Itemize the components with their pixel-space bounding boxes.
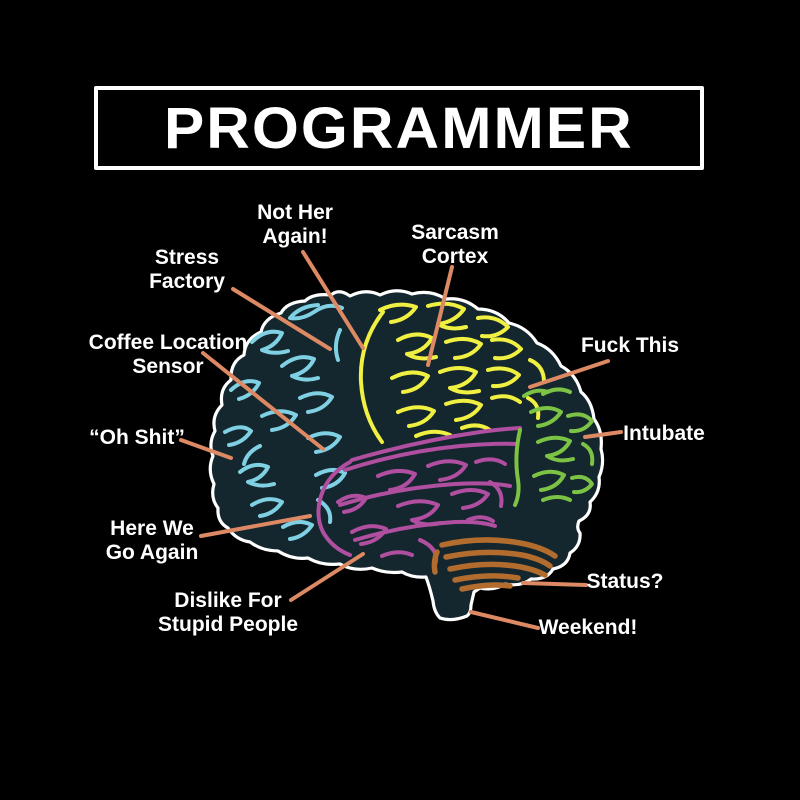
label-sarcasm-cortex: Sarcasm Cortex	[411, 221, 499, 268]
leader-lines	[179, 250, 623, 630]
leader-line-coffee-location-sensor	[201, 351, 325, 451]
leader-line-dislike-for-stupid-people	[289, 552, 365, 602]
label-oh-shit: “Oh Shit”	[89, 426, 185, 449]
title-text: PROGRAMMER	[164, 95, 634, 161]
leader-line-sarcasm-cortex	[426, 265, 454, 367]
cerebellum-stripes	[431, 537, 558, 592]
leader-line-intubate	[583, 430, 623, 439]
frontal-lobe-gyri	[223, 303, 347, 541]
label-intubate: Intubate	[623, 422, 705, 445]
leader-line-oh-shit	[179, 438, 233, 460]
leader-line-here-we-go-again	[199, 514, 312, 538]
temporal-lobe-gyri	[316, 426, 522, 564]
label-not-her-again: Not Her Again!	[257, 201, 333, 248]
leader-line-weekend	[469, 610, 540, 630]
label-dislike-for-stupid-people: Dislike For Stupid People	[157, 589, 299, 636]
leader-line-status	[521, 581, 588, 587]
label-stress-factory: Stress Factory	[149, 246, 225, 293]
label-here-we-go-again: Here We Go Again	[105, 517, 199, 564]
leader-line-fuck-this	[528, 359, 610, 389]
occipital-lobe-gyri	[513, 387, 595, 507]
parietal-lobe-gyri	[358, 301, 546, 444]
label-coffee-location-sensor: Coffee Location Sensor	[88, 331, 248, 378]
title-box: PROGRAMMER	[94, 86, 704, 170]
leader-line-stress-factory	[231, 287, 332, 351]
label-status: Status?	[586, 570, 664, 593]
label-weekend: Weekend!	[538, 616, 638, 639]
label-fuck-this: Fuck This	[580, 334, 680, 357]
leader-line-not-her-again	[301, 250, 365, 350]
